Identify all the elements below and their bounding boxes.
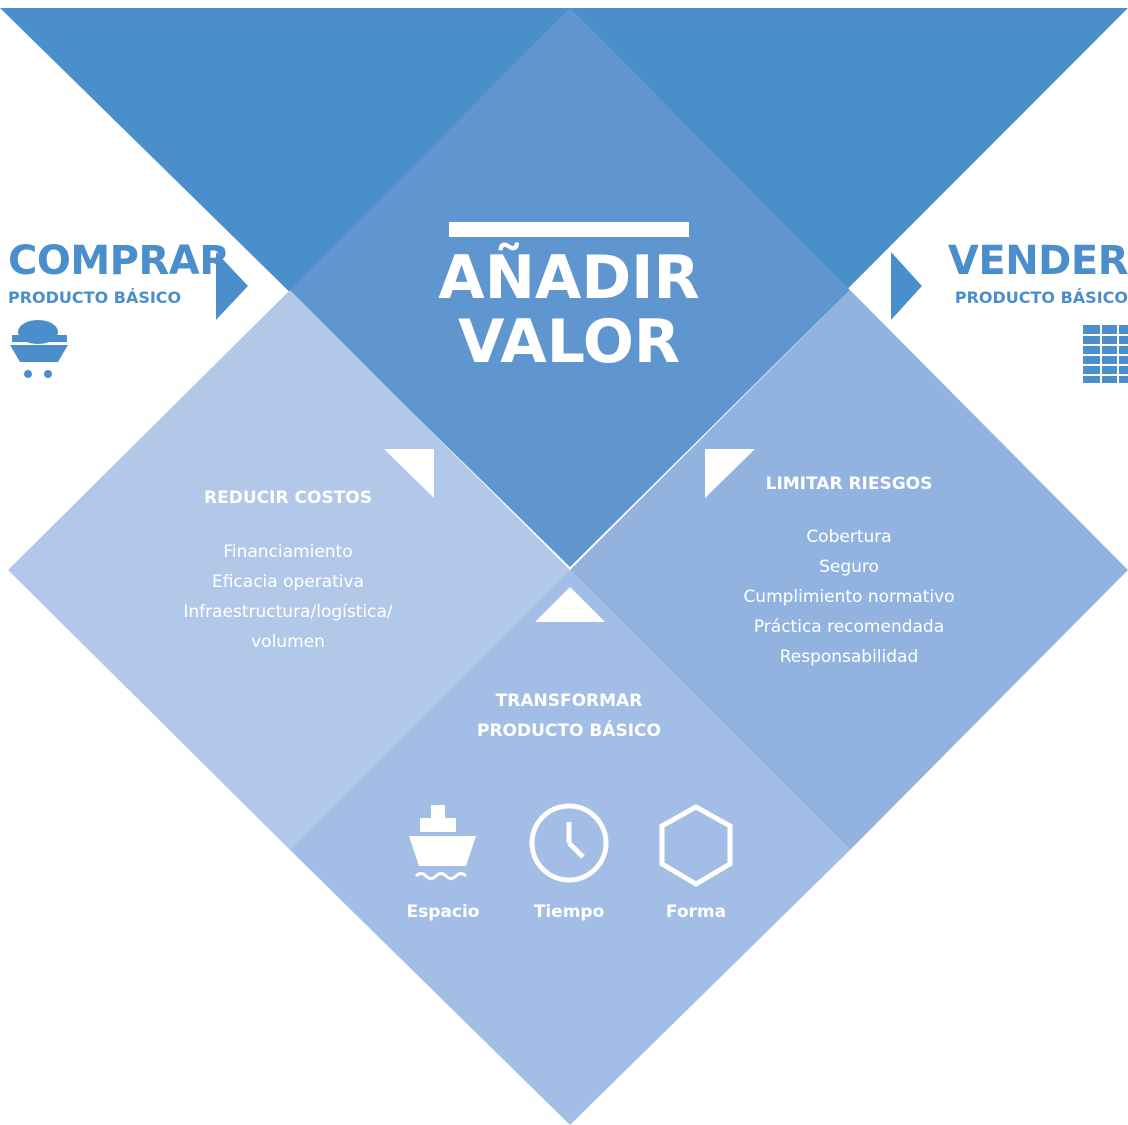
buy-title: COMPRAR [8, 238, 230, 284]
reduce-costs-panel [8, 290, 570, 850]
sell-subtitle: PRODUCTO BÁSICO [954, 288, 1128, 307]
limit-risks-panel [570, 290, 1128, 850]
reduce-costs-title: REDUCIR COSTOS [204, 488, 372, 508]
sell-arrow [891, 252, 922, 320]
corner-arrow-left-panel [384, 449, 434, 498]
center-title-line2: VALOR [457, 307, 681, 377]
icon-label-tiempo: Tiempo [533, 902, 605, 922]
reduce-costs-item: Financiamiento [223, 542, 353, 562]
limit-risks-item: Cumplimiento normativo [743, 587, 955, 607]
limit-risks-item: Cobertura [806, 527, 892, 547]
buy-arrow [216, 252, 248, 320]
reduce-costs-item: Infraestructura/logística/ [183, 602, 393, 622]
center-title-line1: AÑADIR [438, 243, 700, 313]
mine-cart-icon [10, 320, 68, 378]
reduce-costs-item: Eficacia operativa [211, 572, 365, 592]
hexagon-icon [659, 804, 733, 887]
icon-label-espacio: Espacio [406, 902, 480, 922]
add-value-panel [290, 8, 850, 567]
clock-icon [529, 803, 609, 883]
limit-risks-title: LIMITAR RIESGOS [765, 474, 933, 494]
stacked-bars-icon [1083, 325, 1128, 383]
limit-risks-item: Responsabilidad [779, 647, 919, 667]
limit-risks-item: Práctica recomendada [753, 617, 945, 637]
corner-arrow-bottom-panel [535, 587, 605, 622]
reduce-costs-item: volumen [251, 632, 325, 652]
center-bar [449, 222, 689, 237]
buy-subtitle: PRODUCTO BÁSICO [8, 288, 182, 307]
ship-icon [409, 805, 476, 880]
limit-risks-item: Seguro [819, 557, 879, 577]
icon-label-forma: Forma [665, 902, 727, 922]
sell-title: VENDER [947, 238, 1128, 284]
transform-title-line2: PRODUCTO BÁSICO [477, 721, 661, 741]
transform-title-line1: TRANSFORMAR [495, 691, 643, 711]
corner-arrow-right-panel [705, 449, 755, 498]
